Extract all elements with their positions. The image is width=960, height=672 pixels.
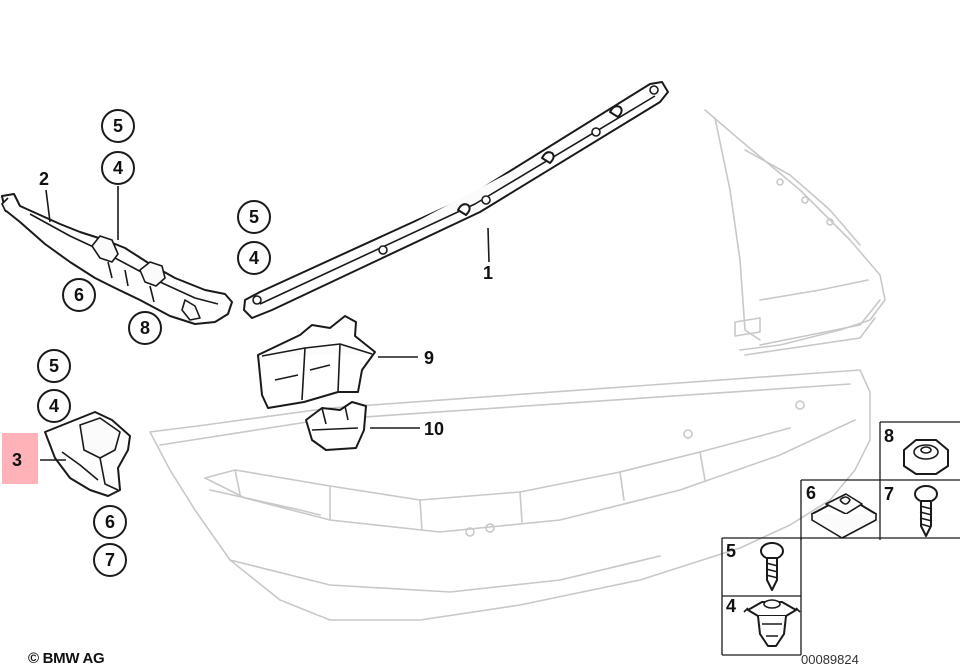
callout-part-6-b[interactable]: 6 xyxy=(105,512,115,532)
part-2-side-bracket[interactable] xyxy=(1,193,233,325)
callout-part-3[interactable]: 3 xyxy=(12,450,22,470)
legend-cell-4-expanding-nut[interactable]: 4 xyxy=(726,596,801,647)
circled-callout-8[interactable]: 8 xyxy=(128,311,162,345)
bolt-head-icon xyxy=(760,542,784,560)
legend-cell-6-clip[interactable]: 6 xyxy=(806,483,877,539)
callout-part-2[interactable]: 2 xyxy=(39,169,49,189)
part-1-bumper-carrier-strip[interactable] xyxy=(243,81,669,319)
callout-part-4-c[interactable]: 4 xyxy=(49,396,59,416)
circled-callout-4-c[interactable]: 4 xyxy=(37,389,71,423)
legend-label-7: 7 xyxy=(884,484,894,504)
callout-part-7[interactable]: 7 xyxy=(105,550,115,570)
trunk-lid-outline xyxy=(704,109,886,356)
legend-label-4: 4 xyxy=(726,596,736,616)
callout-part-5-b[interactable]: 5 xyxy=(249,207,259,227)
selected-part-highlight xyxy=(2,433,38,484)
circled-callout-5-b[interactable]: 5 xyxy=(237,200,271,234)
circled-callout-5-a[interactable]: 5 xyxy=(101,109,135,143)
circled-callout-4-b[interactable]: 4 xyxy=(237,241,271,275)
circled-callout-5-c[interactable]: 5 xyxy=(37,349,71,383)
copyright-label: © BMW AG xyxy=(28,650,105,667)
legend-cell-5-bolt[interactable]: 5 xyxy=(726,541,784,591)
part-9-guide[interactable] xyxy=(257,315,376,409)
circled-callout-7[interactable]: 7 xyxy=(93,543,127,577)
callout-part-10[interactable]: 10 xyxy=(424,419,444,439)
callout-part-8[interactable]: 8 xyxy=(140,318,150,338)
legend-cell-7-screw[interactable]: 7 xyxy=(884,484,938,537)
callout-part-4-b[interactable]: 4 xyxy=(249,248,259,268)
callout-part-6-a[interactable]: 6 xyxy=(74,285,84,305)
screw-head-icon xyxy=(914,485,938,503)
legend-cell-8-nut[interactable]: 8 xyxy=(884,426,949,475)
leader-part-1 xyxy=(487,227,490,263)
callout-part-9[interactable]: 9 xyxy=(424,348,434,368)
circled-callout-4-a[interactable]: 4 xyxy=(101,151,135,185)
callout-part-1[interactable]: 1 xyxy=(483,263,493,283)
legend-label-6: 6 xyxy=(806,483,816,503)
legend-label-8: 8 xyxy=(884,426,894,446)
circled-callout-6-a[interactable]: 6 xyxy=(62,278,96,312)
callout-part-4-a[interactable]: 4 xyxy=(113,158,123,178)
part-10-clip[interactable] xyxy=(305,401,367,451)
leader-part-2 xyxy=(45,189,51,223)
legend-label-5: 5 xyxy=(726,541,736,561)
diagram-id-label: 00089824 xyxy=(801,652,859,667)
callout-part-5-a[interactable]: 5 xyxy=(113,116,123,136)
circled-callout-6-b[interactable]: 6 xyxy=(93,505,127,539)
callout-part-5-c[interactable]: 5 xyxy=(49,356,59,376)
rear-bumper-outline xyxy=(149,369,871,621)
part-3-bracket[interactable] xyxy=(44,411,131,497)
